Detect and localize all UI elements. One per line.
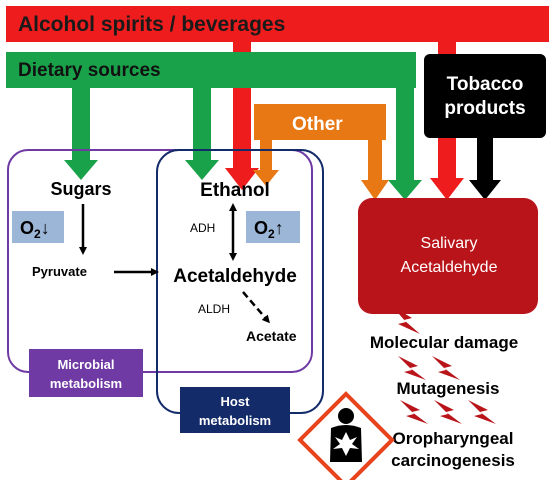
salivary-label-line2: Acetaldehyde	[401, 259, 498, 276]
salivary-acetaldehyde-box: Salivary Acetaldehyde	[358, 198, 538, 314]
svg-text:O2↑: O2↑	[254, 218, 284, 241]
other-source: Other	[253, 104, 389, 200]
mutagenesis-label: Mutagenesis	[397, 379, 500, 398]
lightning-icons	[392, 306, 496, 424]
dietary-source: Dietary sources	[6, 52, 416, 88]
lightning-icon	[400, 400, 428, 424]
pyruvate-node: Pyruvate	[32, 264, 87, 279]
host-label-line1: Host	[221, 394, 251, 409]
ethanol-node: Ethanol	[200, 180, 270, 201]
dietary-arrows	[64, 86, 422, 200]
alcohol-source-label: Alcohol spirits / beverages	[18, 13, 285, 36]
aldh-label: ALDH	[198, 302, 230, 316]
tobacco-source: Tobacco products	[424, 54, 546, 200]
lightning-icon	[468, 400, 496, 424]
host-label-line2: metabolism	[199, 413, 271, 428]
adh-label: ADH	[190, 221, 215, 235]
carcinogenesis-label-line2: carcinogenesis	[391, 451, 515, 470]
oxygen-high-badge: O2↑	[246, 211, 300, 243]
acetate-node: Acetate	[246, 328, 297, 344]
dietary-source-label: Dietary sources	[18, 60, 161, 81]
lightning-icon	[434, 400, 462, 424]
o2-down-o: O	[20, 218, 34, 238]
lightning-icon	[398, 356, 426, 380]
sugars-node: Sugars	[50, 179, 111, 199]
lightning-icon	[392, 306, 420, 334]
microbial-metabolism-box	[7, 149, 313, 373]
acetaldehyde-node: Acetaldehyde	[173, 266, 297, 287]
lightning-icon	[432, 356, 460, 380]
carcinogenesis-label-line1: Oropharyngeal	[393, 429, 514, 448]
salivary-label-line1: Salivary	[421, 235, 478, 252]
o2-up-sub: 2	[268, 227, 275, 241]
o2-down-arrow: ↓	[41, 218, 50, 238]
oxygen-low-badge: O2↓	[12, 211, 64, 243]
svg-text:O2↓: O2↓	[20, 218, 50, 241]
host-metabolism-label: Host metabolism	[180, 387, 290, 433]
tobacco-label-line1: Tobacco	[447, 74, 524, 95]
alcohol-source: Alcohol spirits / beverages	[6, 6, 549, 42]
o2-up-o: O	[254, 218, 268, 238]
tobacco-label-line2: products	[444, 98, 525, 119]
microbial-label-line1: Microbial	[57, 357, 114, 372]
molecular-damage-label: Molecular damage	[370, 333, 518, 352]
o2-up-arrow: ↑	[275, 218, 284, 238]
microbial-label-line2: metabolism	[50, 376, 122, 391]
health-hazard-icon	[297, 391, 395, 480]
microbial-metabolism-label: Microbial metabolism	[29, 349, 143, 397]
o2-down-sub: 2	[34, 227, 41, 241]
acetaldehyde-to-acetate-arrow	[242, 291, 270, 324]
other-source-label: Other	[292, 114, 343, 135]
